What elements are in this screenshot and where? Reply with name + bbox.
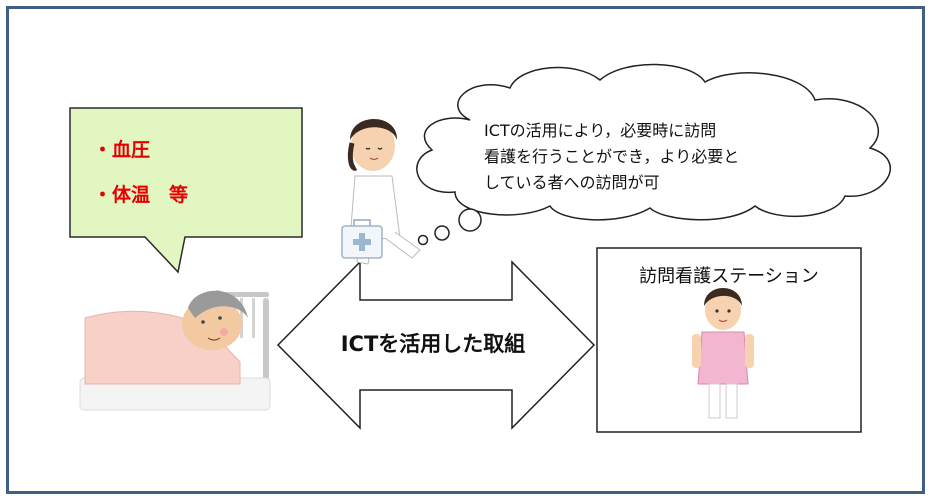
double-arrow <box>276 260 596 430</box>
thought-bubble-text: ICTの活用により，必要時に訪問 看護を行うことができ，より必要と している者へ… <box>484 118 814 196</box>
thought-line: している者への訪問が可 <box>484 173 660 192</box>
vital-sign-item: ・血圧 <box>93 139 151 161</box>
vital-signs-list: ・血圧 ・体温 等 <box>93 128 243 218</box>
vital-signs-callout <box>69 107 303 274</box>
patient-in-bed-icon <box>79 290 271 411</box>
thought-line: ICTの活用により，必要時に訪問 <box>484 121 717 140</box>
walking-nurse-icon <box>347 119 421 265</box>
thought-line: 看護を行うことができ，より必要と <box>484 147 740 166</box>
arrow-label: ICTを活用した取組 <box>340 332 526 356</box>
standing-nurse-icon <box>692 288 754 419</box>
thought-bubble <box>416 63 891 246</box>
station-title: 訪問看護ステーション <box>639 266 819 287</box>
first-aid-kit-icon <box>341 219 383 259</box>
vital-sign-item: ・体温 等 <box>93 184 189 206</box>
